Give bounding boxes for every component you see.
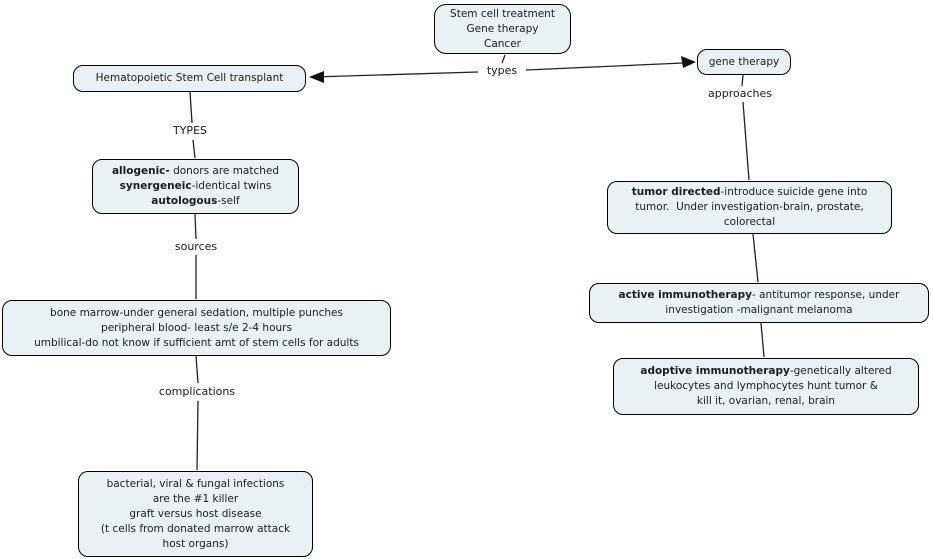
connector-line (194, 213, 197, 240)
node-text-line: leukocytes and lymphocytes hunt tumor & (654, 380, 878, 392)
node-text-line: allogenic- donors are matched (112, 164, 279, 179)
node-text-line: (t cells from donated marrow attack (100, 522, 291, 535)
term-text: active immunotherapy (618, 289, 752, 301)
term-text: adoptive immunotherapy (640, 365, 790, 377)
link-label-types-upper[interactable]: TYPES (169, 124, 211, 138)
connector-line (742, 101, 750, 181)
node-tumor-directed[interactable]: tumor directed-introduce suicide gene in… (607, 181, 892, 234)
node-text-line: bacterial, viral & fungal infections (106, 477, 285, 490)
link-label-types[interactable]: types (483, 64, 521, 78)
connector-line (752, 233, 759, 283)
node-text-line: Stem cell treatment (450, 7, 555, 20)
node-text-line: Gene therapy (466, 22, 539, 35)
node-hematopoietic-stem-cell-transplant[interactable]: Hematopoietic Stem Cell transplant (73, 65, 306, 92)
connector-line (312, 71, 479, 78)
term-text: tumor directed (631, 186, 721, 198)
node-text-line: kill it, ovarian, renal, brain (696, 395, 836, 407)
connector-line (192, 139, 196, 159)
node-text-line: host organs) (162, 537, 229, 550)
connector-line (760, 322, 765, 358)
node-text-line: bone marrow-under general sedation, mult… (50, 306, 343, 319)
node-text-line: synergeneic-identical twins (120, 179, 272, 194)
node-gene-therapy[interactable]: gene therapy (697, 49, 791, 75)
text: -identical twins (191, 180, 272, 192)
text: -genetically altered (789, 365, 892, 377)
connector-line (196, 400, 199, 471)
connector-line (525, 62, 684, 71)
arrow-left-icon (309, 71, 324, 83)
node-text-line: peripheral blood- least s/e 2-4 hours (101, 321, 292, 334)
link-label-sources[interactable]: sources (171, 240, 221, 254)
node-active-immunotherapy[interactable]: active immunotherapy- antitumor response… (589, 283, 929, 323)
node-text-line: tumor directed-introduce suicide gene in… (632, 185, 868, 200)
node-text-line: gene therapy (708, 55, 780, 68)
connector-line (195, 355, 199, 384)
text: - antitumor response, under (751, 289, 900, 301)
node-text-line: investigation -malignant melanoma (665, 304, 853, 316)
connector-line (501, 54, 506, 64)
node-text-line: are the #1 killer (152, 492, 239, 505)
link-label-complications[interactable]: complications (155, 385, 239, 399)
node-transplant-complications[interactable]: bacterial, viral & fungal infections are… (78, 471, 313, 557)
node-text-line: Cancer (484, 37, 521, 50)
connector-line (189, 91, 193, 124)
node-transplant-types[interactable]: allogenic- donors are matched synergenei… (92, 159, 299, 214)
node-stem-cell-treatment[interactable]: Stem cell treatment Gene therapy Cancer (434, 4, 571, 54)
node-text-line: tumor. Under investigation-brain, prosta… (635, 201, 864, 213)
node-text-line: graft versus host disease (129, 507, 262, 520)
term-text: synergeneic (119, 180, 192, 192)
node-text-line: active immunotherapy- antitumor response… (619, 288, 900, 303)
connector-line (741, 74, 744, 87)
node-text-line: umbilical-do not know if sufficient amt … (34, 336, 359, 349)
node-text-line: Hematopoietic Stem Cell transplant (95, 72, 284, 84)
node-text-line: colorectal (723, 216, 776, 228)
term-text: allogenic- (111, 165, 170, 177)
link-label-approaches[interactable]: approaches (705, 87, 775, 101)
term-text: autologous (151, 195, 218, 207)
text: -self (217, 195, 240, 207)
text: -introduce suicide gene into (720, 186, 868, 198)
arrow-right-icon (681, 56, 696, 68)
node-text-line: adoptive immunotherapy-genetically alter… (640, 364, 891, 379)
node-adoptive-immunotherapy[interactable]: adoptive immunotherapy-genetically alter… (613, 358, 919, 415)
node-transplant-sources[interactable]: bone marrow-under general sedation, mult… (2, 300, 391, 356)
text: donors are matched (169, 165, 280, 177)
node-text-line: autologous-self (151, 194, 239, 209)
